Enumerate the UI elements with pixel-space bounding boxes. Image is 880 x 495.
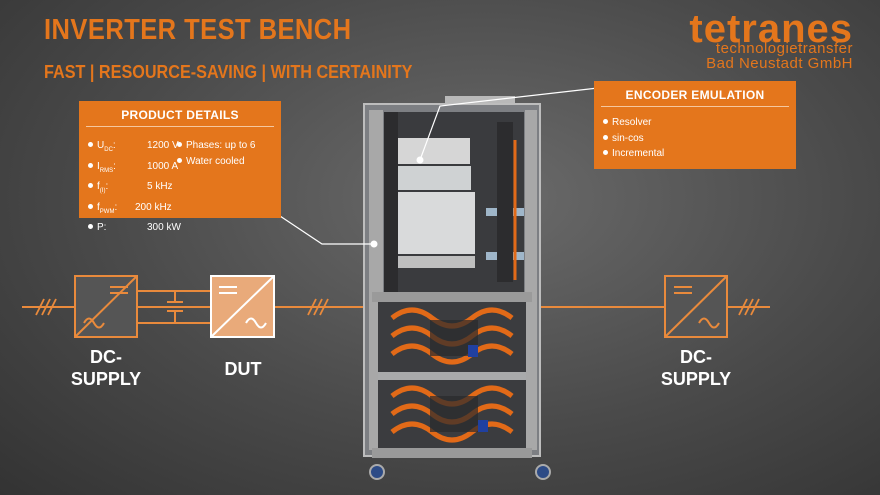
encoder-emulation-heading: ENCODER EMULATION <box>625 88 765 102</box>
dut-label: DUT <box>224 359 262 379</box>
encoder-item: Incremental <box>603 146 796 162</box>
encoder-list: Resolver sin-cos Incremental <box>594 115 796 162</box>
extra-list: Phases: up to 6 Water cooled <box>177 138 256 169</box>
company-logo: tetranes technologietransfer Bad Neustad… <box>689 7 853 72</box>
test-bench-cabinet <box>363 96 551 480</box>
dut-converter-icon <box>210 275 275 338</box>
spec-row-p: P:300 kW <box>88 220 181 241</box>
spec-list: UDC:1200 V IRMS:1000 A f(I):5 kHz fPWM:2… <box>88 138 181 241</box>
extra-cooling: Water cooled <box>177 154 256 170</box>
page-title: INVERTER TEST BENCH <box>44 14 352 46</box>
encoder-item: sin-cos <box>603 131 796 147</box>
logo-line-2: Bad Neustadt GmbH <box>706 55 853 72</box>
left-dc-supply-label: DC- SUPPLY <box>70 347 142 389</box>
capacitor-symbol <box>167 291 183 323</box>
spec-row-irms: IRMS:1000 A <box>88 159 181 180</box>
spec-row-fpwm: fPWM:200 kHz <box>88 200 181 221</box>
logo-name: tetranes <box>689 7 853 51</box>
logo-line-1: technologietransfer <box>715 40 853 57</box>
encoder-emulation-panel: ENCODER EMULATION Resolver sin-cos Incre… <box>594 81 796 169</box>
product-details-panel: PRODUCT DETAILS UDC:1200 V IRMS:1000 A f… <box>79 101 281 233</box>
right-supply-converter-icon <box>664 275 728 338</box>
phase-slashes <box>35 298 760 316</box>
encoder-item: Resolver <box>603 115 796 131</box>
left-supply-converter-icon <box>74 275 138 338</box>
right-dc-supply-label: DC- SUPPLY <box>660 347 732 389</box>
callout-lines <box>270 87 599 245</box>
page-subtitle: FAST | RESOURCE-SAVING | WITH CERTAINITY <box>44 62 413 82</box>
spec-row-fi: f(I):5 kHz <box>88 179 181 200</box>
extra-phases: Phases: up to 6 <box>177 138 256 154</box>
product-details-heading: PRODUCT DETAILS <box>121 108 239 122</box>
spec-row-udc: UDC:1200 V <box>88 138 181 159</box>
